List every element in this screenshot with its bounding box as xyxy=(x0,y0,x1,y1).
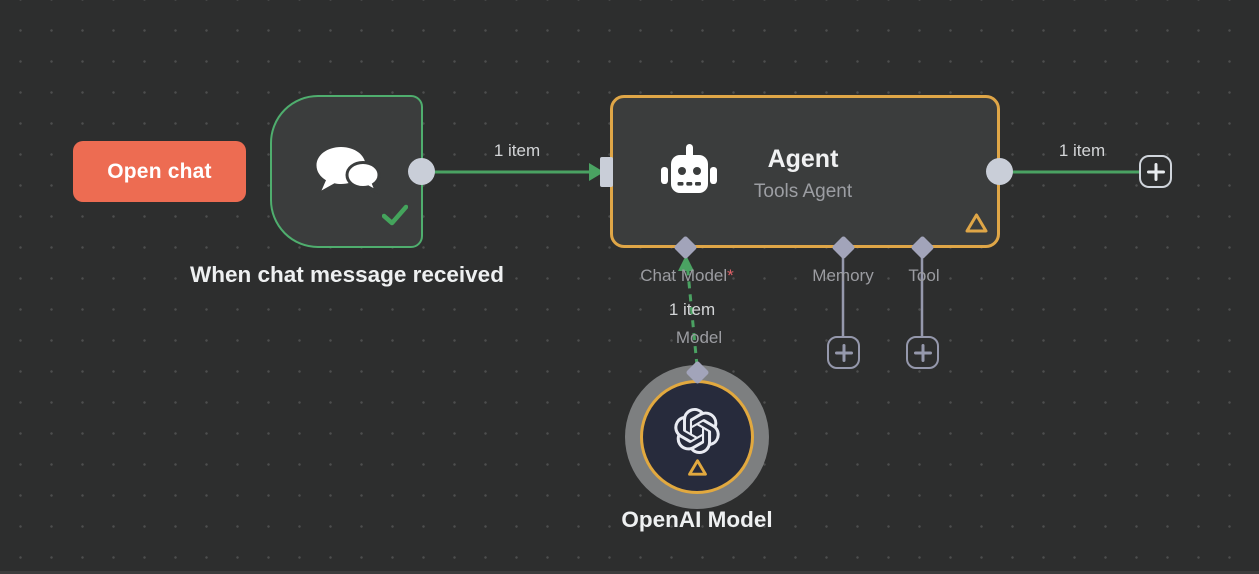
plus-icon xyxy=(1146,162,1165,181)
agent-output-port[interactable] xyxy=(986,158,1013,185)
agent-input-port[interactable] xyxy=(600,157,613,187)
add-tool-button[interactable] xyxy=(906,336,939,369)
openai-logo-icon xyxy=(674,408,720,459)
trigger-output-port[interactable] xyxy=(408,158,435,185)
memory-port-label: Memory xyxy=(812,266,874,285)
required-marker: * xyxy=(727,266,734,285)
tool-port-label: Tool xyxy=(908,266,940,285)
items-count-label: 1 item xyxy=(493,141,541,160)
model-endpoint-label: Model xyxy=(675,328,723,347)
node-agent[interactable]: Agent Tools Agent xyxy=(610,95,1000,248)
robot-icon xyxy=(658,144,720,207)
arrowhead-up-icon xyxy=(678,255,694,271)
agent-node-subtitle: Tools Agent xyxy=(753,181,853,202)
open-chat-button[interactable]: Open chat xyxy=(73,141,246,202)
add-node-button[interactable] xyxy=(1139,155,1172,188)
chat-model-port-label: Chat Model* xyxy=(587,266,787,286)
chat-bubbles-icon xyxy=(314,147,382,202)
trigger-node-label: When chat message received xyxy=(190,262,504,287)
success-check-icon xyxy=(381,204,409,231)
plus-icon xyxy=(913,343,932,362)
items-count-label: 1 item xyxy=(1058,141,1106,160)
openai-node-label: OpenAI Model xyxy=(621,507,773,532)
plus-icon xyxy=(834,343,853,362)
agent-node-title: Agent xyxy=(767,145,839,173)
warning-triangle-icon xyxy=(687,458,708,482)
warning-triangle-icon xyxy=(964,212,989,239)
items-count-label: 1 item xyxy=(668,300,716,319)
node-when-chat-message-received[interactable] xyxy=(270,95,423,248)
chat-model-label-text: Chat Model xyxy=(640,266,728,285)
wire-model-to-agent[interactable] xyxy=(678,255,699,367)
wire-trigger-to-agent[interactable] xyxy=(426,163,604,181)
add-memory-button[interactable] xyxy=(827,336,860,369)
window-bottom-edge xyxy=(0,571,1259,574)
arrowhead-right-icon xyxy=(589,163,604,181)
